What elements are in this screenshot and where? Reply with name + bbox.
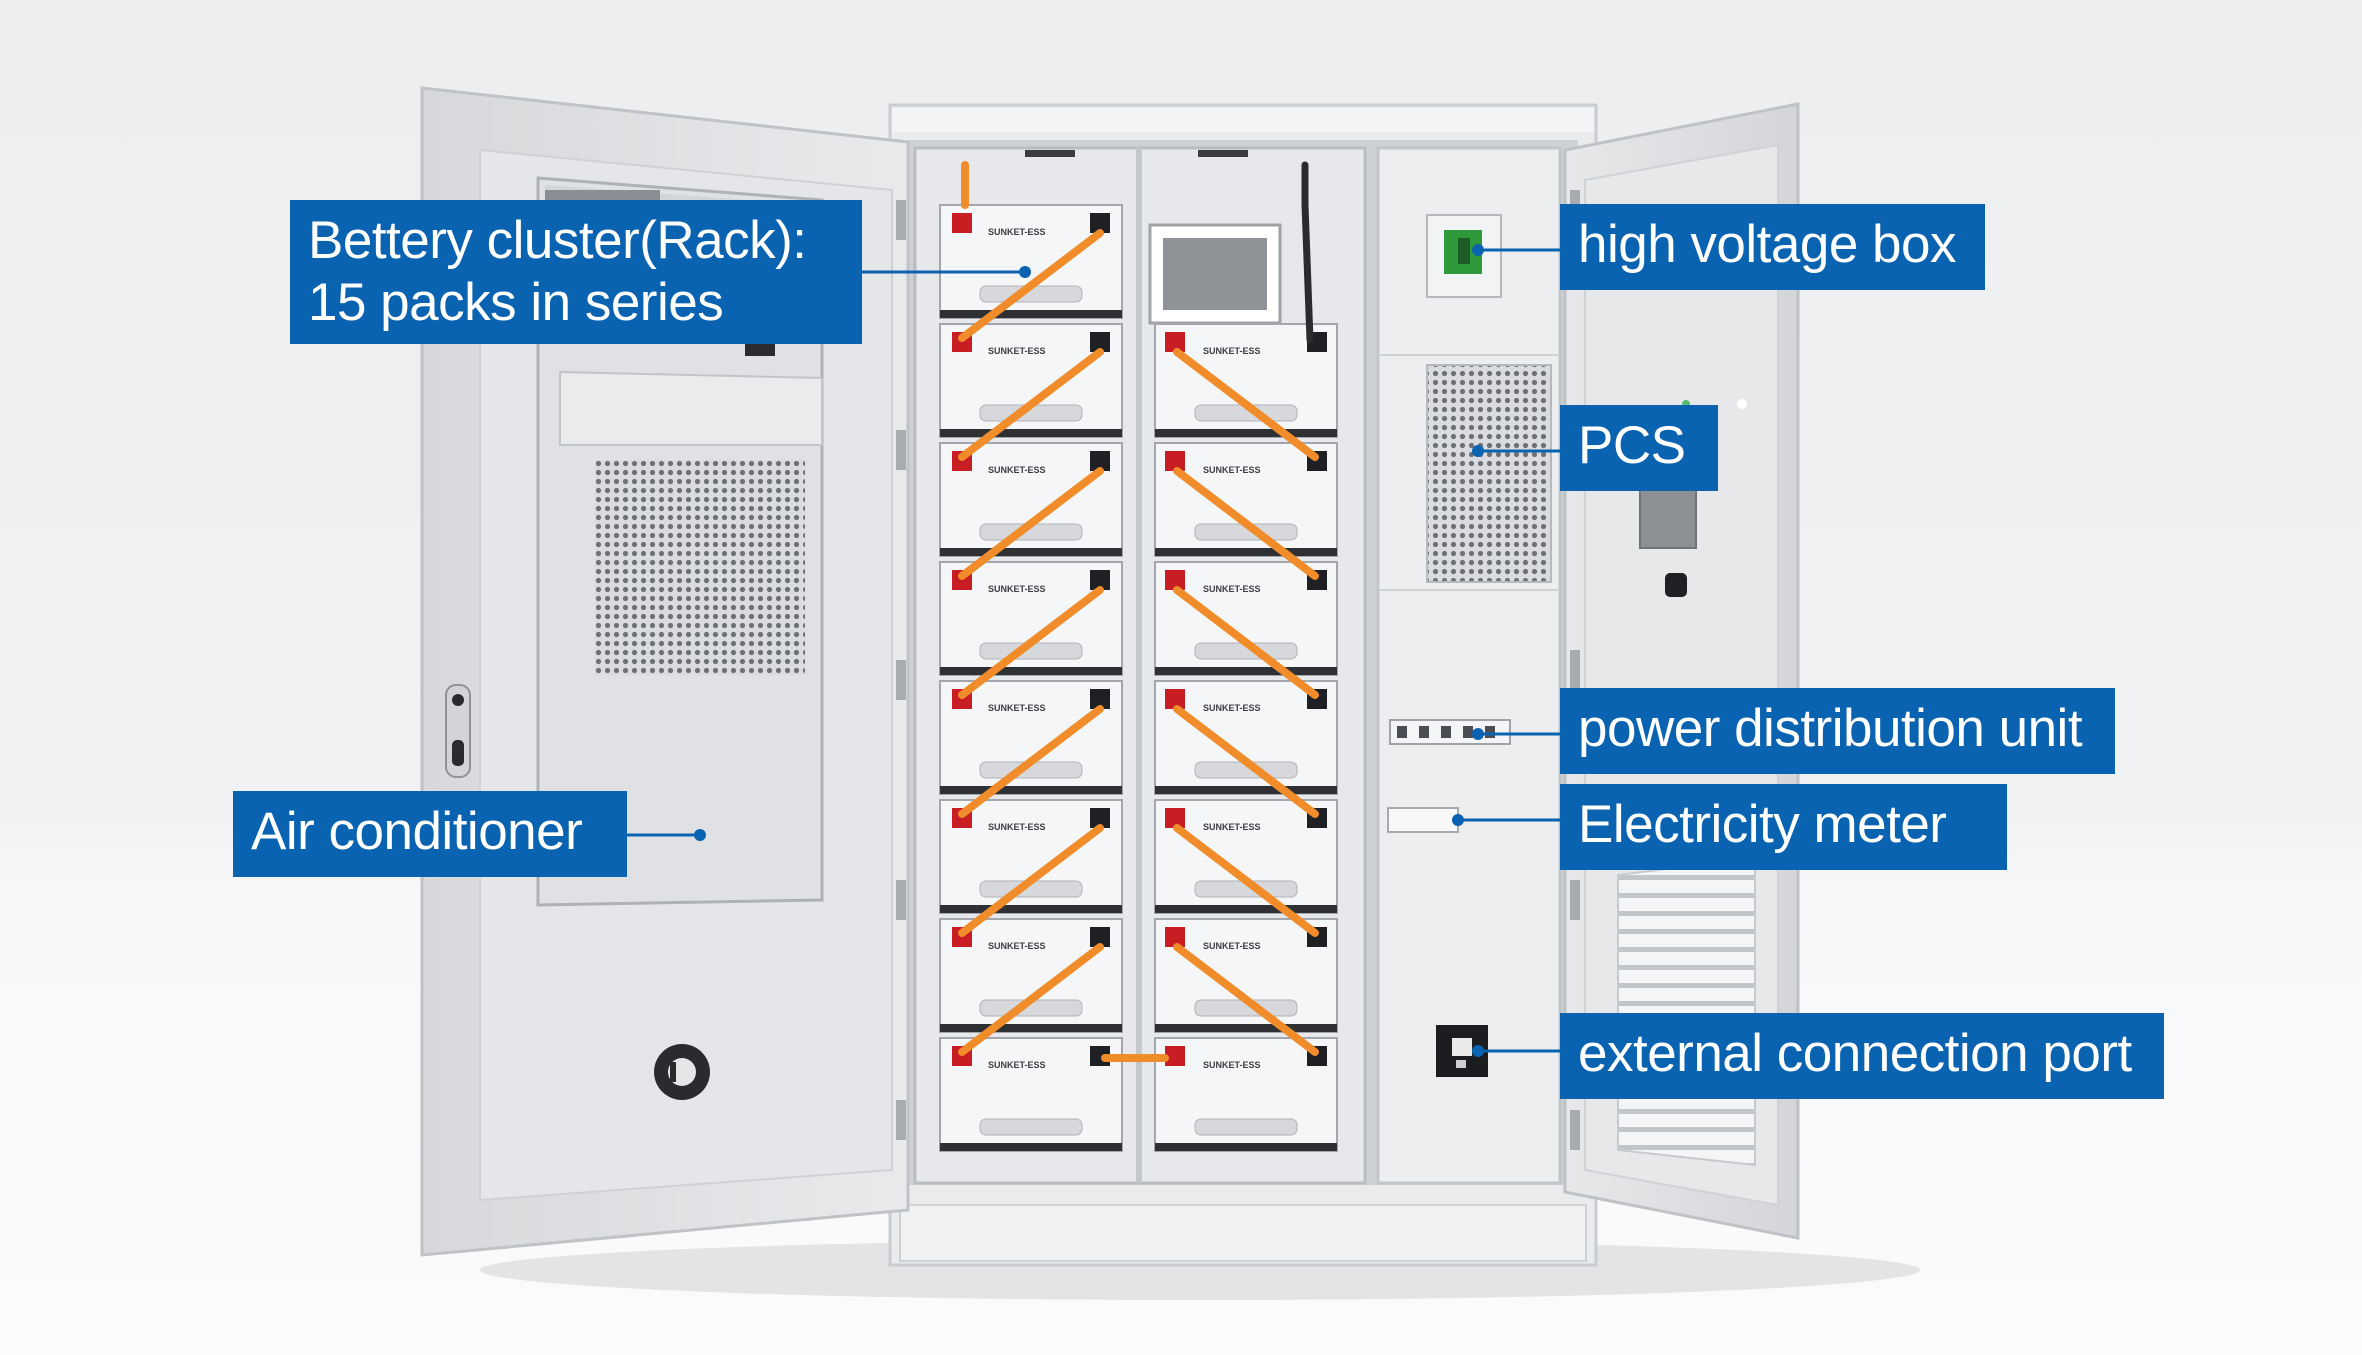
battery-pack: SUNKET-ESS [939, 1037, 1123, 1152]
series-cable-group [958, 229, 1319, 1056]
callout-electricity-meter-label: Electricity meter [1578, 795, 1947, 854]
callout-external-connection-port: external connection port [1560, 1013, 2164, 1099]
series-cable [958, 824, 1104, 937]
electricity-meter [1387, 807, 1459, 833]
battery-pack: SUNKET-ESS [1154, 442, 1338, 557]
door-handle [445, 684, 471, 778]
callout-pcs-label: PCS [1578, 416, 1686, 475]
pack-brand-label: SUNKET-ESS [1203, 465, 1261, 475]
terminal-positive [1165, 927, 1185, 947]
callout-high-voltage-box: high voltage box [1560, 204, 1985, 290]
battery-pack: SUNKET-ESS [1154, 799, 1338, 914]
terminal-positive [1165, 689, 1185, 709]
pack-brand-label: SUNKET-ESS [988, 822, 1046, 832]
series-cable [1173, 586, 1319, 699]
pack-brand-label: SUNKET-ESS [988, 941, 1046, 951]
series-cable [958, 467, 1104, 580]
callout-battery-cluster-line2: 15 packs in series [308, 273, 724, 332]
callout-air-conditioner-label: Air conditioner [251, 802, 583, 861]
right-door-lock [1665, 573, 1687, 597]
pack-brand-label: SUNKET-ESS [1203, 822, 1261, 832]
callout-electricity-meter: Electricity meter [1560, 784, 2007, 870]
callout-power-distribution-unit-label: power distribution unit [1578, 699, 2083, 758]
pack-brand-label: SUNKET-ESS [988, 227, 1046, 237]
terminal-negative [1090, 927, 1110, 947]
pack-brand-label: SUNKET-ESS [1203, 941, 1261, 951]
battery-pack: SUNKET-ESS [939, 918, 1123, 1033]
series-cable [958, 229, 1104, 342]
battery-pack: SUNKET-ESS [939, 799, 1123, 914]
terminal-negative [1090, 808, 1110, 828]
door-lock-knob [654, 1044, 710, 1100]
callout-battery-cluster-line1: Bettery cluster(Rack): [308, 211, 807, 270]
terminal-positive [952, 213, 972, 233]
pack-brand-label: SUNKET-ESS [1203, 346, 1261, 356]
pack-brand-label: SUNKET-ESS [1203, 1060, 1261, 1070]
battery-pack-group: SUNKET-ESS SUNKET-ESS SUNKET-ESS SUNKET-ESS… [939, 204, 1338, 1152]
series-cable [1173, 348, 1319, 461]
main-negative-cable [1301, 161, 1314, 344]
series-cable [958, 586, 1104, 699]
terminal-positive [1165, 1046, 1185, 1066]
power-distribution-unit [1389, 719, 1511, 745]
pack-brand-label: SUNKET-ESS [988, 1060, 1046, 1070]
callout-pcs: PCS [1560, 405, 1718, 491]
battery-pack: SUNKET-ESS [1154, 561, 1338, 676]
terminal-negative [1090, 570, 1110, 590]
leader-lines [627, 248, 1560, 1053]
terminal-negative [1090, 451, 1110, 471]
high-voltage-box [1426, 214, 1502, 298]
terminal-positive [1165, 808, 1185, 828]
battery-pack: SUNKET-ESS [939, 680, 1123, 795]
battery-pack: SUNKET-ESS [939, 442, 1123, 557]
leader-dots [694, 244, 1484, 1057]
terminal-negative [1090, 332, 1110, 352]
series-cable [1173, 705, 1319, 818]
series-cable [1173, 824, 1319, 937]
battery-pack: SUNKET-ESS [1154, 918, 1338, 1033]
right-door-vent [1617, 856, 1756, 1167]
callout-external-connection-port-label: external connection port [1578, 1024, 2132, 1083]
terminal-negative [1090, 213, 1110, 233]
air-conditioner-grille [595, 460, 805, 675]
terminal-positive [1165, 451, 1185, 471]
pack-brand-label: SUNKET-ESS [988, 703, 1046, 713]
bms-display [1148, 223, 1282, 325]
battery-pack: SUNKET-ESS [1154, 1037, 1338, 1152]
callout-battery-cluster: Bettery cluster(Rack): 15 packs in serie… [290, 200, 862, 344]
terminal-positive [1165, 570, 1185, 590]
pack-brand-label: SUNKET-ESS [988, 346, 1046, 356]
battery-pack: SUNKET-ESS [1154, 323, 1338, 438]
series-cable [1173, 467, 1319, 580]
pack-brand-label: SUNKET-ESS [1203, 584, 1261, 594]
battery-pack: SUNKET-ESS [939, 561, 1123, 676]
battery-pack: SUNKET-ESS [1154, 680, 1338, 795]
series-cable [958, 705, 1104, 818]
pack-brand-label: SUNKET-ESS [988, 584, 1046, 594]
pack-brand-label: SUNKET-ESS [988, 465, 1046, 475]
callout-air-conditioner: Air conditioner [233, 791, 627, 877]
series-cable [958, 943, 1104, 1056]
battery-pack: SUNKET-ESS [939, 323, 1123, 438]
equipment-compartment [1376, 146, 1562, 1185]
pack-brand-label: SUNKET-ESS [1203, 703, 1261, 713]
callout-high-voltage-box-label: high voltage box [1578, 215, 1957, 274]
series-cable [958, 348, 1104, 461]
series-cable [1173, 943, 1319, 1056]
terminal-negative [1090, 689, 1110, 709]
pcs-grille [1426, 364, 1552, 583]
terminal-positive [1165, 332, 1185, 352]
callout-power-distribution-unit: power distribution unit [1560, 688, 2115, 774]
battery-pack: SUNKET-ESS [939, 204, 1123, 319]
top-fan-vents [1025, 150, 1248, 157]
